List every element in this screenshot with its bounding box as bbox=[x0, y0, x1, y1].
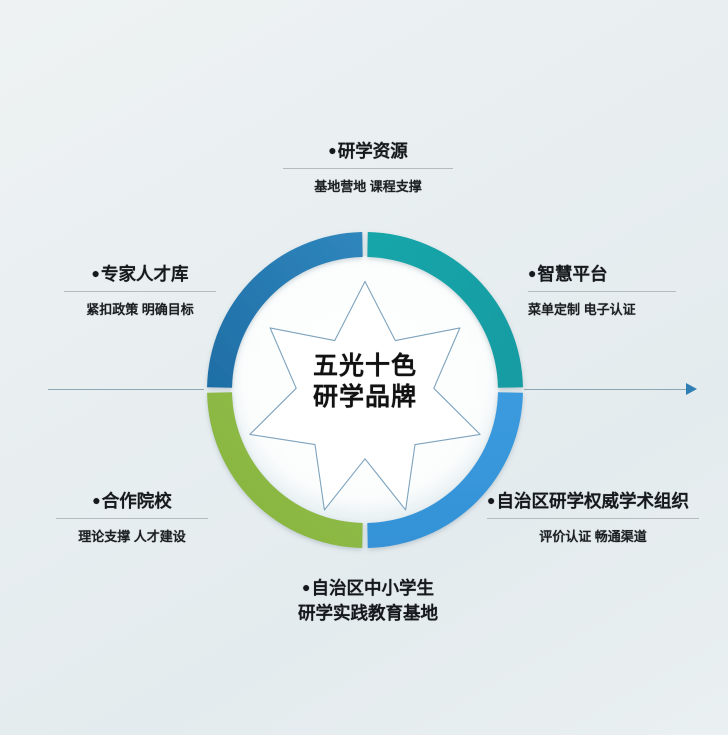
ring-segment-top-left[interactable] bbox=[207, 232, 363, 388]
axis-line-right bbox=[524, 389, 688, 390]
callout-right-bottom-subtitle: 评价认证 畅通渠道 bbox=[539, 529, 647, 544]
callout-authoritative-academic-org[interactable]: ●自治区研学权威学术组织 评价认证 畅通渠道 bbox=[487, 489, 699, 546]
callout-left-top-subtitle: 紧扣政策 明确目标 bbox=[86, 302, 194, 317]
callout-right-top-divider bbox=[528, 291, 676, 292]
callout-left-top-title-text: 专家人才库 bbox=[100, 264, 189, 284]
callout-smart-platform[interactable]: ●智慧平台 菜单定制 电子认证 bbox=[528, 262, 676, 319]
bullet-icon: ● bbox=[302, 579, 311, 595]
bullet-icon: ● bbox=[528, 265, 537, 281]
callout-expert-talent-pool[interactable]: ●专家人才库 紧扣政策 明确目标 bbox=[64, 262, 216, 319]
ring-segment-bottom-left[interactable] bbox=[207, 392, 363, 548]
bullet-icon: ● bbox=[92, 492, 101, 508]
donut-ring-diagram bbox=[194, 219, 536, 561]
callout-top-subtitle: 基地营地 课程支撑 bbox=[314, 179, 422, 194]
callout-top-divider bbox=[283, 168, 453, 169]
callout-right-bottom-title-text: 自治区研学权威学术组织 bbox=[496, 491, 689, 511]
callout-bottom-title-line2: 研学实践教育基地 bbox=[298, 603, 438, 623]
callout-right-top-title: ●智慧平台 bbox=[528, 262, 676, 286]
callout-left-bottom-divider bbox=[56, 518, 208, 519]
callout-partner-institutions[interactable]: ●合作院校 理论支撑 人才建设 bbox=[56, 489, 208, 546]
callout-bottom-title-line1: ●自治区中小学生 bbox=[268, 575, 468, 601]
ring-segment-top-right[interactable] bbox=[367, 232, 523, 388]
callout-left-top-title: ●专家人才库 bbox=[64, 262, 216, 286]
bullet-icon: ● bbox=[487, 492, 496, 508]
ring-segment-bottom-right[interactable] bbox=[367, 392, 523, 548]
callout-bottom-title-line1-text: 自治区中小学生 bbox=[311, 578, 434, 598]
callout-left-bottom-title: ●合作院校 bbox=[56, 489, 208, 513]
bullet-icon: ● bbox=[91, 265, 100, 281]
center-title-line1: 五光十色 bbox=[312, 352, 417, 380]
callout-left-bottom-subtitle: 理论支撑 人才建设 bbox=[78, 529, 186, 544]
callout-research-resources[interactable]: ●研学资源 基地营地 课程支撑 bbox=[283, 139, 453, 196]
callout-right-bottom-title: ●自治区研学权威学术组织 bbox=[487, 489, 699, 513]
axis-arrow-icon bbox=[686, 383, 697, 395]
center-brand-title: 五光十色 研学品牌 bbox=[279, 351, 451, 413]
callout-right-bottom-divider bbox=[487, 518, 699, 519]
center-title-line2: 研学品牌 bbox=[312, 383, 417, 411]
callout-right-top-title-text: 智慧平台 bbox=[537, 264, 608, 284]
bullet-icon: ● bbox=[328, 142, 337, 158]
seven-point-star bbox=[249, 280, 481, 511]
callout-right-top-subtitle: 菜单定制 电子认证 bbox=[528, 302, 636, 317]
callout-practice-education-base[interactable]: ●自治区中小学生 研学实践教育基地 bbox=[268, 575, 468, 626]
callout-left-bottom-title-text: 合作院校 bbox=[101, 491, 172, 511]
callout-top-title: ●研学资源 bbox=[283, 139, 453, 163]
axis-line-left bbox=[48, 389, 204, 390]
callout-left-top-divider bbox=[64, 291, 216, 292]
callout-top-title-text: 研学资源 bbox=[337, 141, 408, 161]
